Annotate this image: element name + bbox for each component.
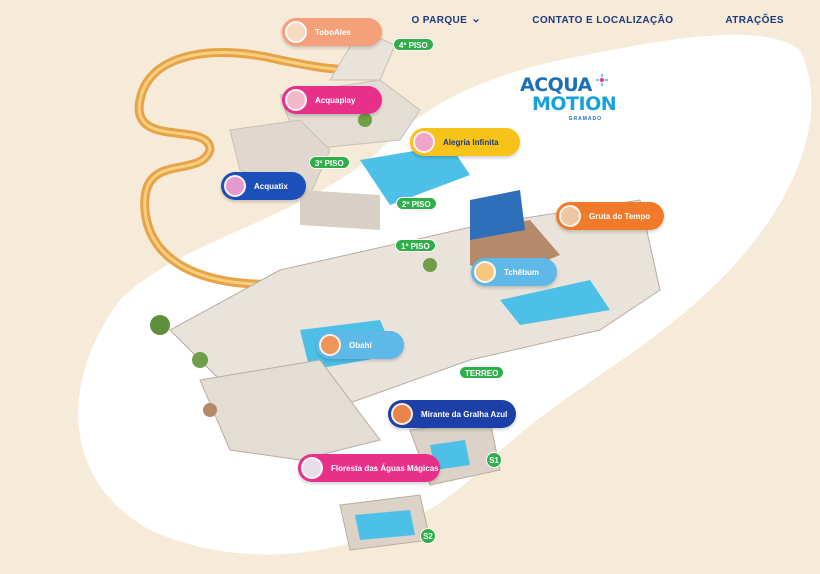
character-avatar xyxy=(391,403,413,425)
floor-tag-piso1[interactable]: 1º PISO xyxy=(395,239,436,252)
nav-o-parque[interactable]: O PARQUE xyxy=(411,15,480,26)
logo-line2: MOTION xyxy=(532,93,617,115)
floor-tag-piso2[interactable]: 2º PISO xyxy=(396,197,437,210)
floor-tag-piso3[interactable]: 3º PISO xyxy=(309,156,350,169)
character-avatar xyxy=(224,175,246,197)
character-avatar xyxy=(285,21,307,43)
nav-atracoes[interactable]: ATRAÇÕES xyxy=(725,15,784,26)
floor-tag-piso4[interactable]: 4º PISO xyxy=(393,38,434,51)
attraction-label: Floresta das Águas Mágicas xyxy=(331,463,439,473)
attraction-toboales[interactable]: ToboAles xyxy=(282,18,382,46)
logo-line3: GRAMADO xyxy=(568,116,602,122)
character-avatar xyxy=(413,131,435,153)
attraction-gruta-do-tempo[interactable]: Gruta do Tempo xyxy=(556,202,664,230)
logo-line1: ACQUA xyxy=(520,74,592,96)
floor-tag-s1[interactable]: S1 xyxy=(486,452,502,468)
chevron-down-icon xyxy=(473,18,480,23)
attraction-mirante-da-gralha-azul[interactable]: Mirante da Gralha Azul xyxy=(388,400,516,428)
attraction-label: Acquaplay xyxy=(315,95,356,105)
attraction-label: Acquatix xyxy=(254,181,288,191)
splash-icon xyxy=(596,74,608,86)
character-avatar xyxy=(559,205,581,227)
nav-contato-label: CONTATO E LOCALIZAÇÃO xyxy=(532,15,674,26)
attraction-label: Tchêbum xyxy=(504,267,539,277)
attraction-label: ToboAles xyxy=(315,27,351,37)
pool-main xyxy=(500,280,610,325)
nav-o-parque-label: O PARQUE xyxy=(411,15,468,26)
attraction-tchebum[interactable]: Tchêbum xyxy=(471,258,557,286)
attraction-alegria-infinita[interactable]: Alegria Infinita xyxy=(410,128,520,156)
character-avatar xyxy=(285,89,307,111)
floor-tag-terreo[interactable]: TERREO xyxy=(459,366,505,379)
floor-tag-s2[interactable]: S2 xyxy=(420,528,436,544)
attraction-acquatix[interactable]: Acquatix xyxy=(221,172,306,200)
attraction-obahi[interactable]: Obahí xyxy=(316,331,404,359)
nav-contato[interactable]: CONTATO E LOCALIZAÇÃO xyxy=(532,15,673,26)
attraction-acquaplay[interactable]: Acquaplay xyxy=(282,86,382,114)
pool-upper xyxy=(360,145,470,205)
attraction-label: Gruta do Tempo xyxy=(589,211,651,221)
building-lower xyxy=(199,359,381,461)
character-avatar xyxy=(301,457,323,479)
character-avatar xyxy=(319,334,341,356)
attraction-floresta-das-aguas-magicas[interactable]: Floresta das Águas Mágicas xyxy=(298,454,440,482)
nav-atracoes-label: ATRAÇÕES xyxy=(725,15,784,26)
attraction-label: Obahí xyxy=(349,340,372,350)
attraction-label: Alegria Infinita xyxy=(443,137,499,147)
attraction-label: Mirante da Gralha Azul xyxy=(421,409,508,419)
top-navigation: O PARQUE CONTATO E LOCALIZAÇÃO ATRAÇÕES xyxy=(411,15,784,26)
character-avatar xyxy=(474,261,496,283)
acqua-motion-logo: ACQUA MOTION GRAMADO xyxy=(512,74,617,126)
